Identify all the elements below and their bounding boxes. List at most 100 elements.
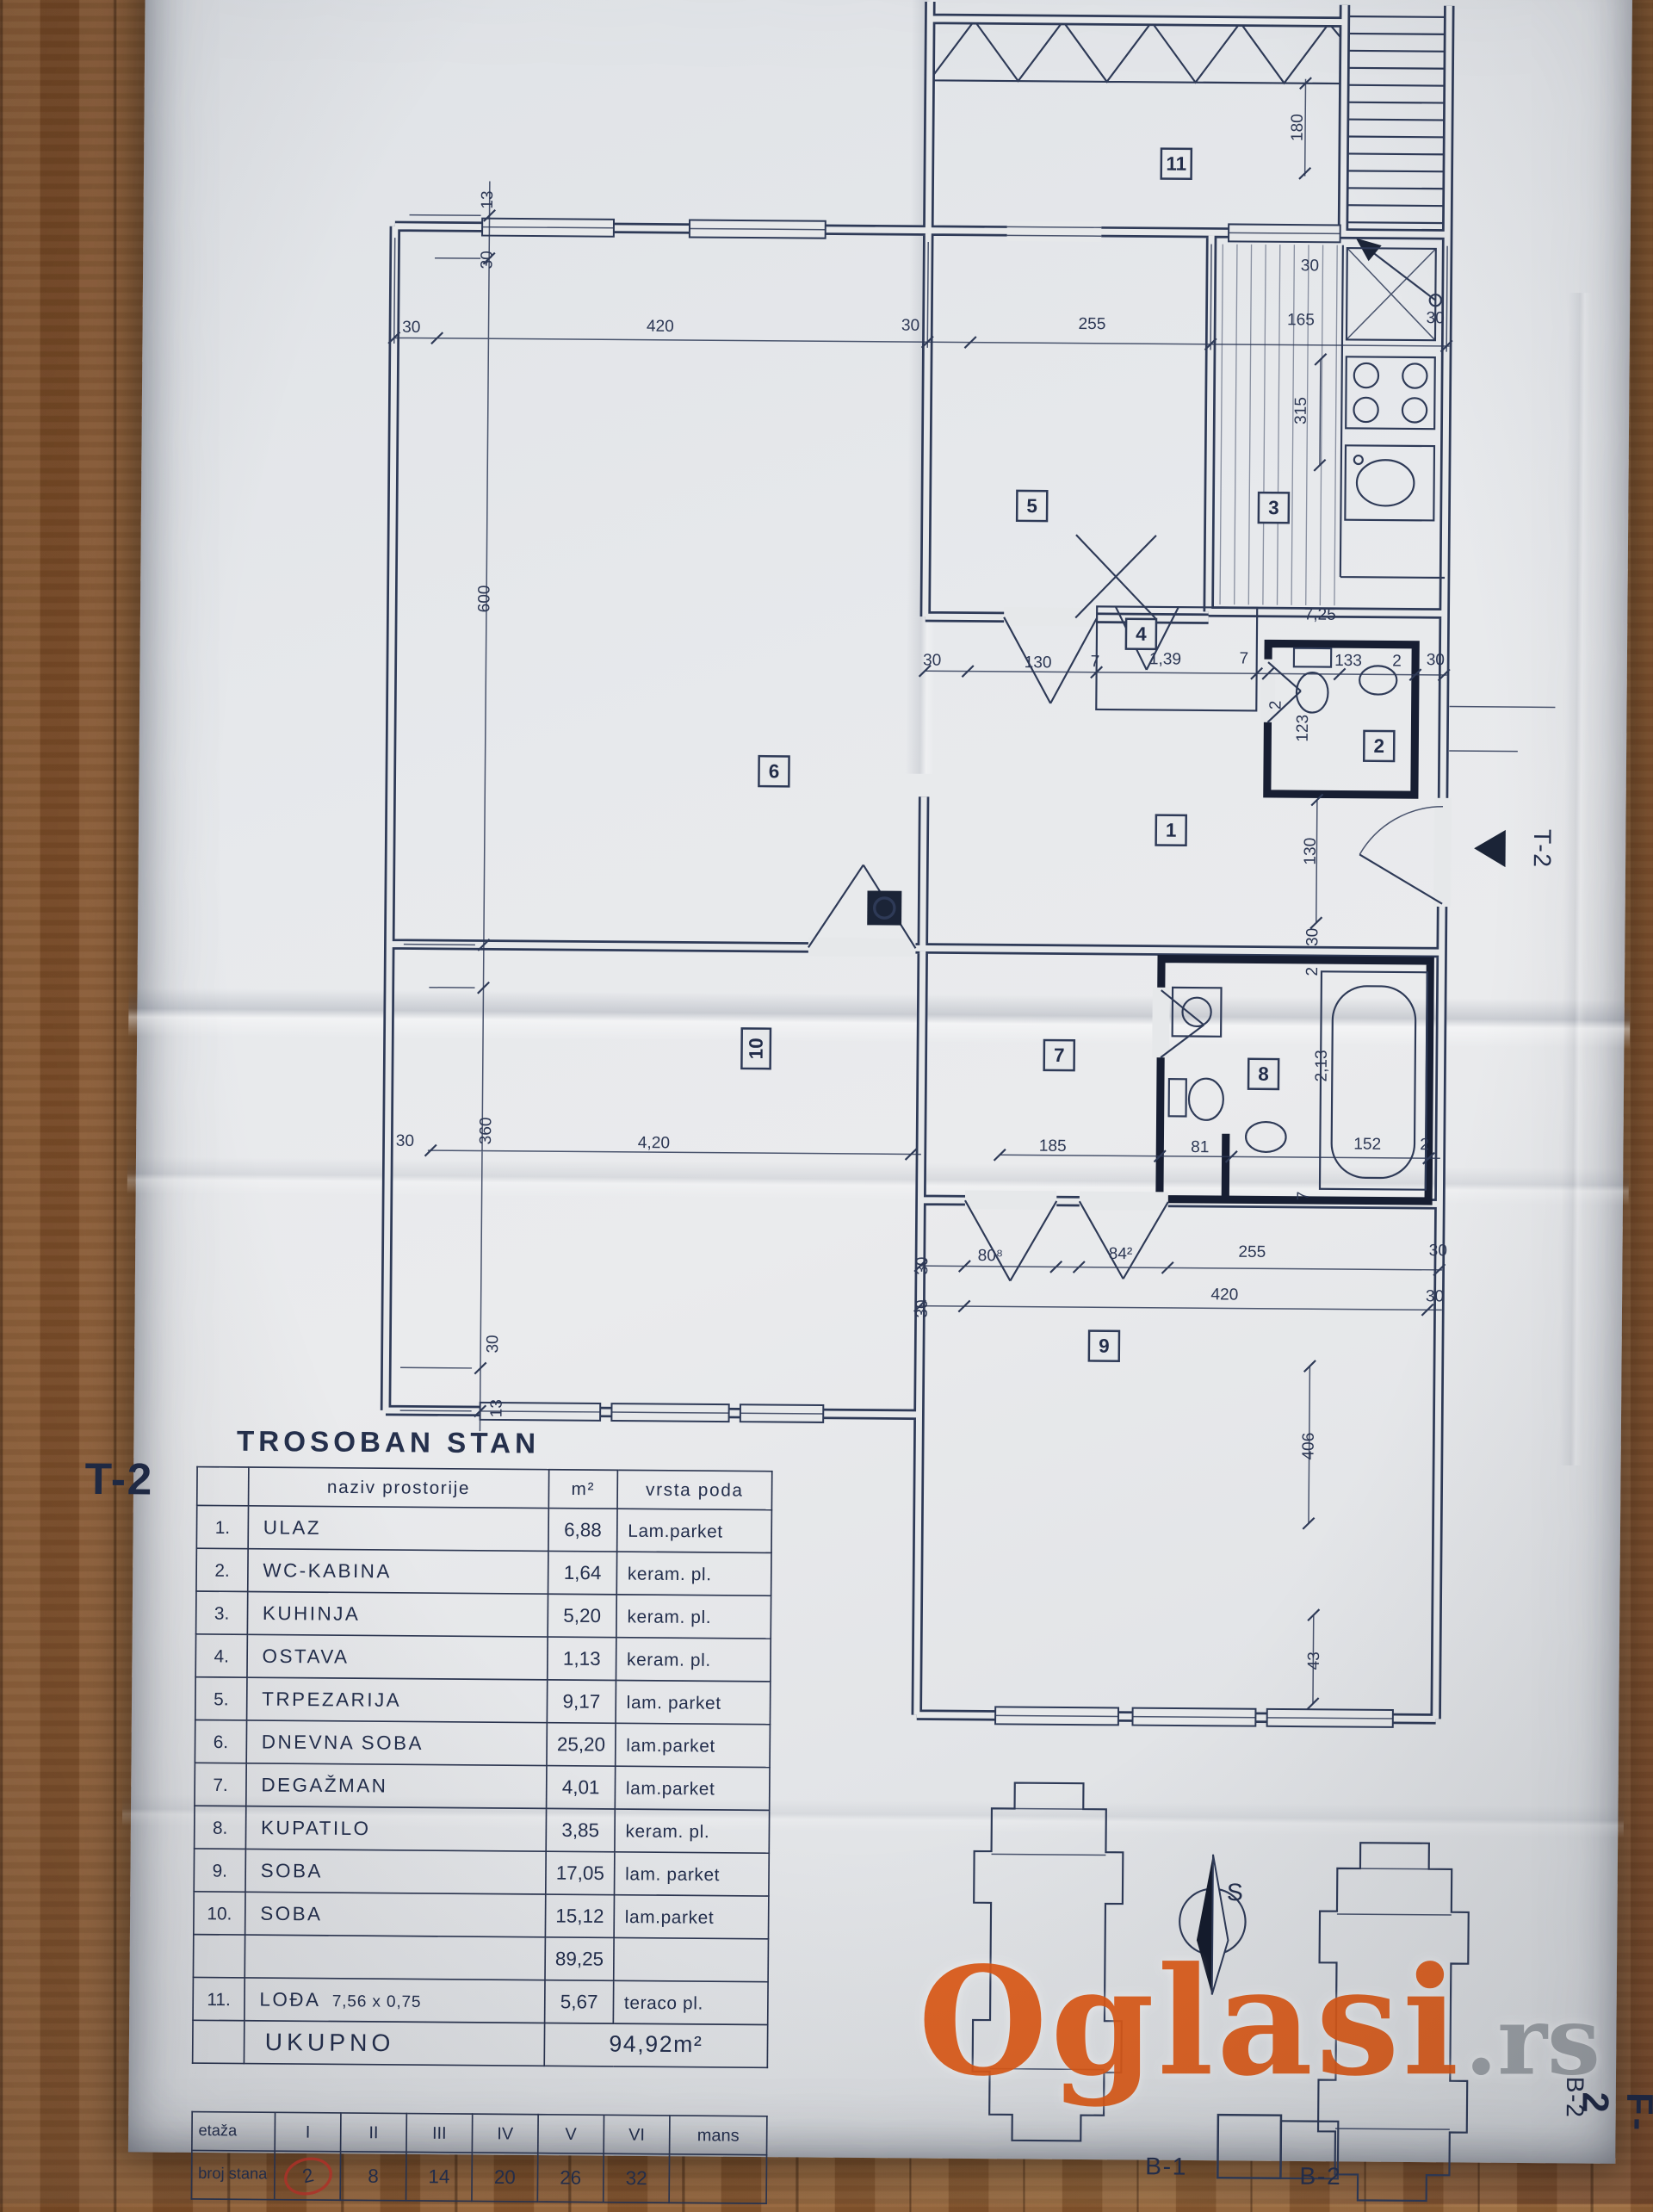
loggia-dimensions: 7,56 x 0,75 [331,1993,422,2011]
room-name: KUPATILO [245,1806,547,1852]
floor-label: V [537,2114,604,2154]
dimension-label: 30 [484,1335,502,1353]
svg-text:5: 5 [1026,495,1037,517]
room-name: SOBA [245,1849,547,1895]
apartment-number: 8 [340,2151,406,2201]
dimension-label: 30 [1301,257,1319,275]
total-value: 94,92m² [544,2023,768,2068]
floor-label: VI [604,2115,670,2154]
dimension-label: 30 [913,1299,932,1317]
room-name: TRPEZARIJA [246,1677,548,1723]
site-hatched-block [1217,2113,1283,2180]
room-area: 1,13 [547,1637,616,1681]
loggia-name: LOĐA [259,1988,321,2011]
svg-text:7: 7 [1054,1044,1065,1066]
staircase [1343,15,1450,307]
dimension-label: 7 [1091,653,1100,671]
dimension-label: 2 [1267,701,1285,710]
room-floor-type: keram. pl. [616,1552,772,1596]
total-label: UKUPNO [244,2020,545,2066]
total-row: UKUPNO 94,92m² [192,2020,768,2068]
dimension-label: 30 [1426,1287,1444,1305]
total-empty [192,2020,245,2064]
apartment-plan: 1330304203025516530301803156003013071,39… [380,1,1557,1728]
dimension-label: 1,39 [1149,650,1181,668]
dimension-label: 420 [647,318,674,336]
dimension-label: 30 [913,1256,932,1274]
row-number: 9. [194,1848,246,1893]
room-floor-type: lam.parket [614,1894,769,1939]
dimension-label: 255 [1238,1243,1266,1261]
row-number: 5. [195,1676,247,1720]
room-name: KUHINJA [247,1591,548,1638]
apartments-row-label: broj stana [191,2150,276,2200]
site-label-b2: B-2 [1299,2162,1341,2190]
entry-marker: T-2 [1474,829,1557,869]
svg-text:10: 10 [746,1038,767,1059]
svg-text:9: 9 [1099,1335,1110,1357]
bathroom-fixtures [1167,970,1428,1191]
svg-text:3: 3 [1268,497,1279,518]
row-number: 11. [193,1977,245,2021]
dimension-label: 123 [1294,715,1312,742]
dimension-label: 180 [1289,114,1307,141]
room-floor-type: lam. parket [616,1680,771,1725]
floor-label: mans [669,2115,767,2155]
dimension-label: 130 [1302,838,1320,865]
dimension-label: 7 [1295,1192,1313,1201]
dimension-label: 185 [1039,1137,1067,1156]
wc-fixtures [1292,647,1398,714]
svg-text:11: 11 [1166,153,1186,175]
row-number: 4. [195,1633,248,1678]
room-number-11: 11 [1160,147,1193,181]
room-name: ULAZ [248,1505,549,1552]
room-area: 5,67 [544,1980,614,2024]
subtotal-empty [193,1934,245,1978]
subtotal-area: 89,25 [545,1936,615,1981]
dimension-label: 13 [487,1399,505,1417]
room-name: WC-KABINA [247,1548,548,1595]
pantry-outline [1095,605,1259,712]
floors-row-label: etaža [191,2111,276,2152]
loggia-railing [928,19,1346,85]
subtotal-empty [245,1935,546,1980]
sheet-code: T-2 [84,1453,154,1505]
dimension-label: 255 [1078,315,1105,333]
site-watermark: Oglasi.rs [918,1934,1600,2110]
windows [479,217,1394,1728]
room-number-1: 1 [1155,814,1188,846]
row-number: 2. [195,1548,249,1592]
dimension-label: 30 [1303,928,1322,946]
dimension-label: 30 [1427,651,1445,669]
dimension-label: 2 [1420,1136,1429,1154]
dimension-label: 7 [1239,649,1248,667]
dimension-label: 81 [1191,1138,1209,1156]
apartment-number: 20 [471,2152,538,2203]
room-area: 17,05 [545,1851,615,1895]
apartment-number: 32 [603,2153,670,2203]
room-number-2: 2 [1362,729,1396,763]
room-number-4: 4 [1124,617,1158,651]
site-plan: S B-1 B-2 [971,1781,1470,2203]
room-floor-type: lam.parket [615,1723,771,1768]
row-number: 1. [196,1505,249,1549]
dimension-label: 133 [1334,652,1362,670]
subtotal-empty [613,1937,769,1982]
room-floor-type: lam. parket [614,1851,770,1897]
room-floor-type: keram. pl. [616,1594,771,1639]
dimension-label: 30 [901,317,919,335]
plan-title: TROSOBAN STAN [236,1426,541,1460]
building-b1-footprint [971,1781,1124,2142]
stair-direction-arrow [1355,238,1382,262]
